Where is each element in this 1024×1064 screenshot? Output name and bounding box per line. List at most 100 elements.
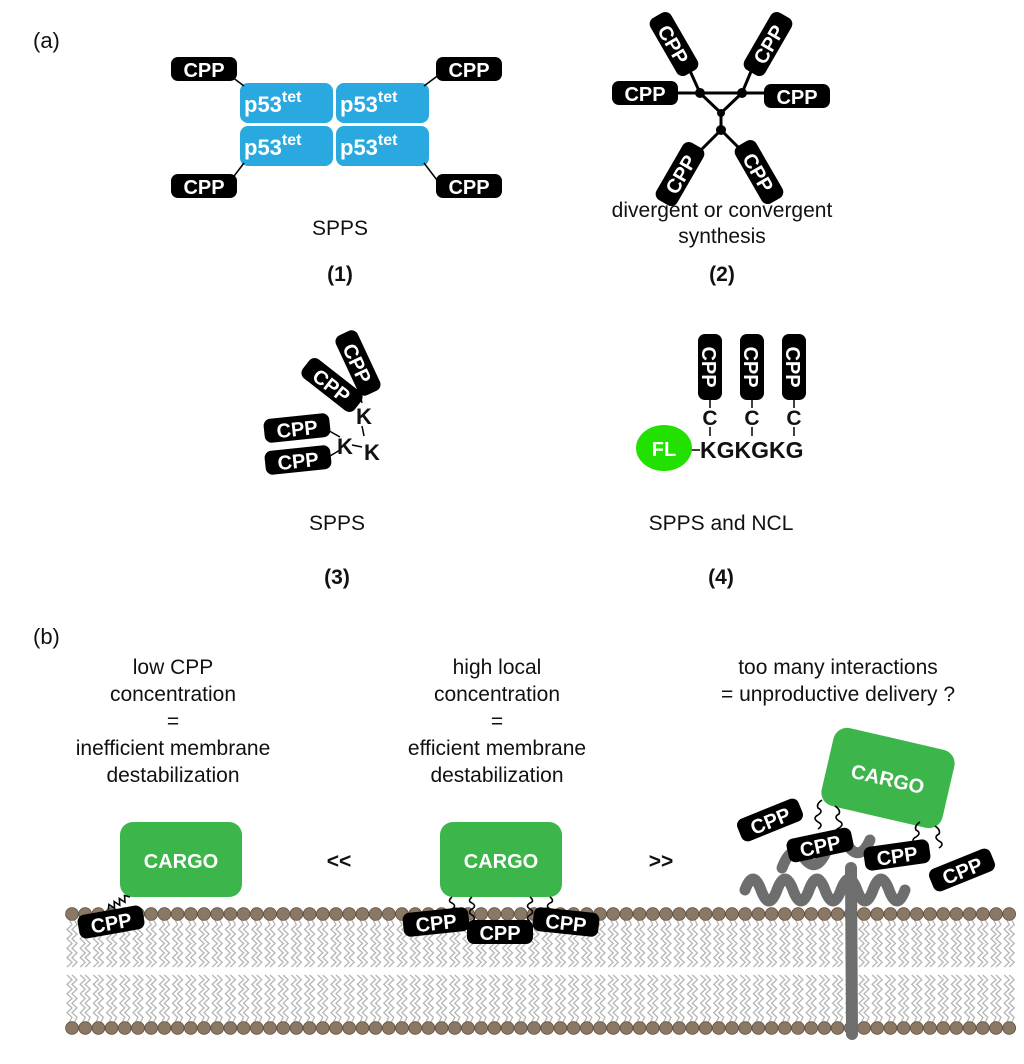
lipid-tail: [237, 919, 245, 968]
lipid-head: [315, 907, 330, 921]
lipid-tail: [858, 919, 865, 968]
lipid-tail: [158, 974, 166, 1023]
lipid-head: [883, 907, 898, 921]
cpp-tag: CPP: [781, 334, 806, 400]
lipid-tail: [92, 974, 100, 1023]
lipid-tail: [858, 974, 865, 1023]
lipid-tail: [863, 919, 870, 968]
lipid-tail: [374, 974, 382, 1023]
lipid-head: [751, 1021, 766, 1035]
lipid-head: [368, 907, 383, 921]
cpp-tag: CPP: [263, 444, 333, 476]
cargo-label: CARGO: [464, 851, 538, 873]
lipid-tail: [638, 919, 646, 968]
lipid-head: [751, 907, 766, 921]
lipid-tail: [224, 974, 232, 1023]
lipid-tail: [303, 919, 311, 968]
mid-text-line: high local: [453, 656, 542, 679]
lipid-tail: [216, 974, 224, 1023]
lipid-tail: [546, 974, 554, 1023]
lipid-head: [329, 1021, 343, 1035]
lipid-tail: [316, 919, 324, 968]
lipid-tail: [765, 919, 773, 968]
tet-text: tet: [282, 89, 302, 106]
fl-label: FL: [652, 439, 676, 461]
lipid-head: [157, 1021, 172, 1035]
cargo-box: [120, 822, 242, 897]
lipid-head: [817, 907, 832, 921]
lipid-head: [962, 907, 977, 921]
lipid-tail: [805, 974, 813, 1023]
lipid-tail: [778, 974, 786, 1023]
transmembrane-helix: [845, 862, 858, 1040]
cys-label: C: [702, 407, 717, 430]
lipid-tail: [599, 919, 606, 968]
lipid-tail: [607, 919, 615, 968]
lipid-tail: [660, 974, 667, 1023]
lipid-tail: [356, 974, 364, 1023]
lipid-head: [936, 1021, 950, 1035]
left-text-line: concentration: [110, 683, 236, 706]
lipid-head: [738, 907, 752, 921]
cpp-tag: CPP: [262, 412, 332, 444]
lipid-tail: [237, 974, 245, 1023]
lipid-tail: [757, 919, 765, 968]
lipid-head: [342, 1021, 357, 1035]
lipid-tail: [876, 919, 884, 968]
lipid-head: [487, 1021, 502, 1035]
scenario-high: CARGO CPP CPP CPP: [401, 822, 601, 945]
svg-text:p53tet: p53tet: [340, 89, 398, 117]
lipid-head: [738, 1021, 752, 1035]
lipid-tail: [915, 919, 923, 968]
lipid-tail: [382, 974, 390, 1023]
lipid-tail: [950, 974, 958, 1023]
lipid-head: [368, 1021, 383, 1035]
lipid-tail: [871, 919, 879, 968]
cpp-tag: CPP: [531, 906, 601, 938]
lipid-tail: [435, 974, 443, 1023]
lipid-tail: [810, 974, 818, 1023]
lipid-tail: [836, 974, 844, 1023]
cpp-tag: CPP: [612, 81, 678, 106]
panel-a-label: (a): [33, 28, 60, 53]
lipid-head: [144, 907, 159, 921]
lipid-head: [355, 907, 370, 921]
c2-method-line1: divergent or convergent: [612, 199, 833, 222]
lipid-tail: [203, 919, 210, 968]
lipid-tail: [132, 974, 139, 1023]
greater-than-symbol: >>: [649, 850, 674, 873]
lipid-tail: [607, 974, 615, 1023]
lipid-tail: [163, 974, 171, 1023]
lipid-tail: [818, 919, 826, 968]
lipid-tail: [910, 974, 918, 1023]
lipid-tail: [453, 974, 461, 1023]
lipid-tail: [269, 974, 276, 1023]
lipid-tail: [717, 974, 725, 1023]
lipid-head: [210, 1021, 225, 1035]
lipid-head: [104, 1021, 119, 1035]
left-text-line: =: [167, 710, 179, 733]
lipid-tail: [264, 919, 271, 968]
lipid-head: [659, 907, 673, 921]
lipid-head: [711, 1021, 726, 1035]
lipid-tail: [290, 919, 298, 968]
lipid-tail: [519, 974, 527, 1023]
lipid-tail: [884, 919, 892, 968]
construct-2: CPP CPP CPP CPP CPP CPP divergent or con…: [612, 9, 833, 286]
lipid-head: [870, 907, 884, 921]
lipid-tail: [889, 919, 897, 968]
lipid-head: [619, 907, 634, 921]
lipid-tail: [66, 919, 73, 968]
mid-text-line: efficient membrane: [408, 737, 586, 760]
cpp-tag: CPP: [734, 796, 806, 844]
lipid-tail: [343, 919, 351, 968]
lipid-tail: [625, 919, 633, 968]
lipid-tail: [255, 919, 263, 968]
cpp-tag: CPP: [467, 920, 533, 945]
lipid-head: [764, 1021, 779, 1035]
lipid-tail: [633, 974, 641, 1023]
lipid-tail: [633, 919, 641, 968]
lipid-tail: [704, 919, 712, 968]
lipid-head: [791, 907, 805, 921]
lipid-head: [672, 1021, 686, 1035]
